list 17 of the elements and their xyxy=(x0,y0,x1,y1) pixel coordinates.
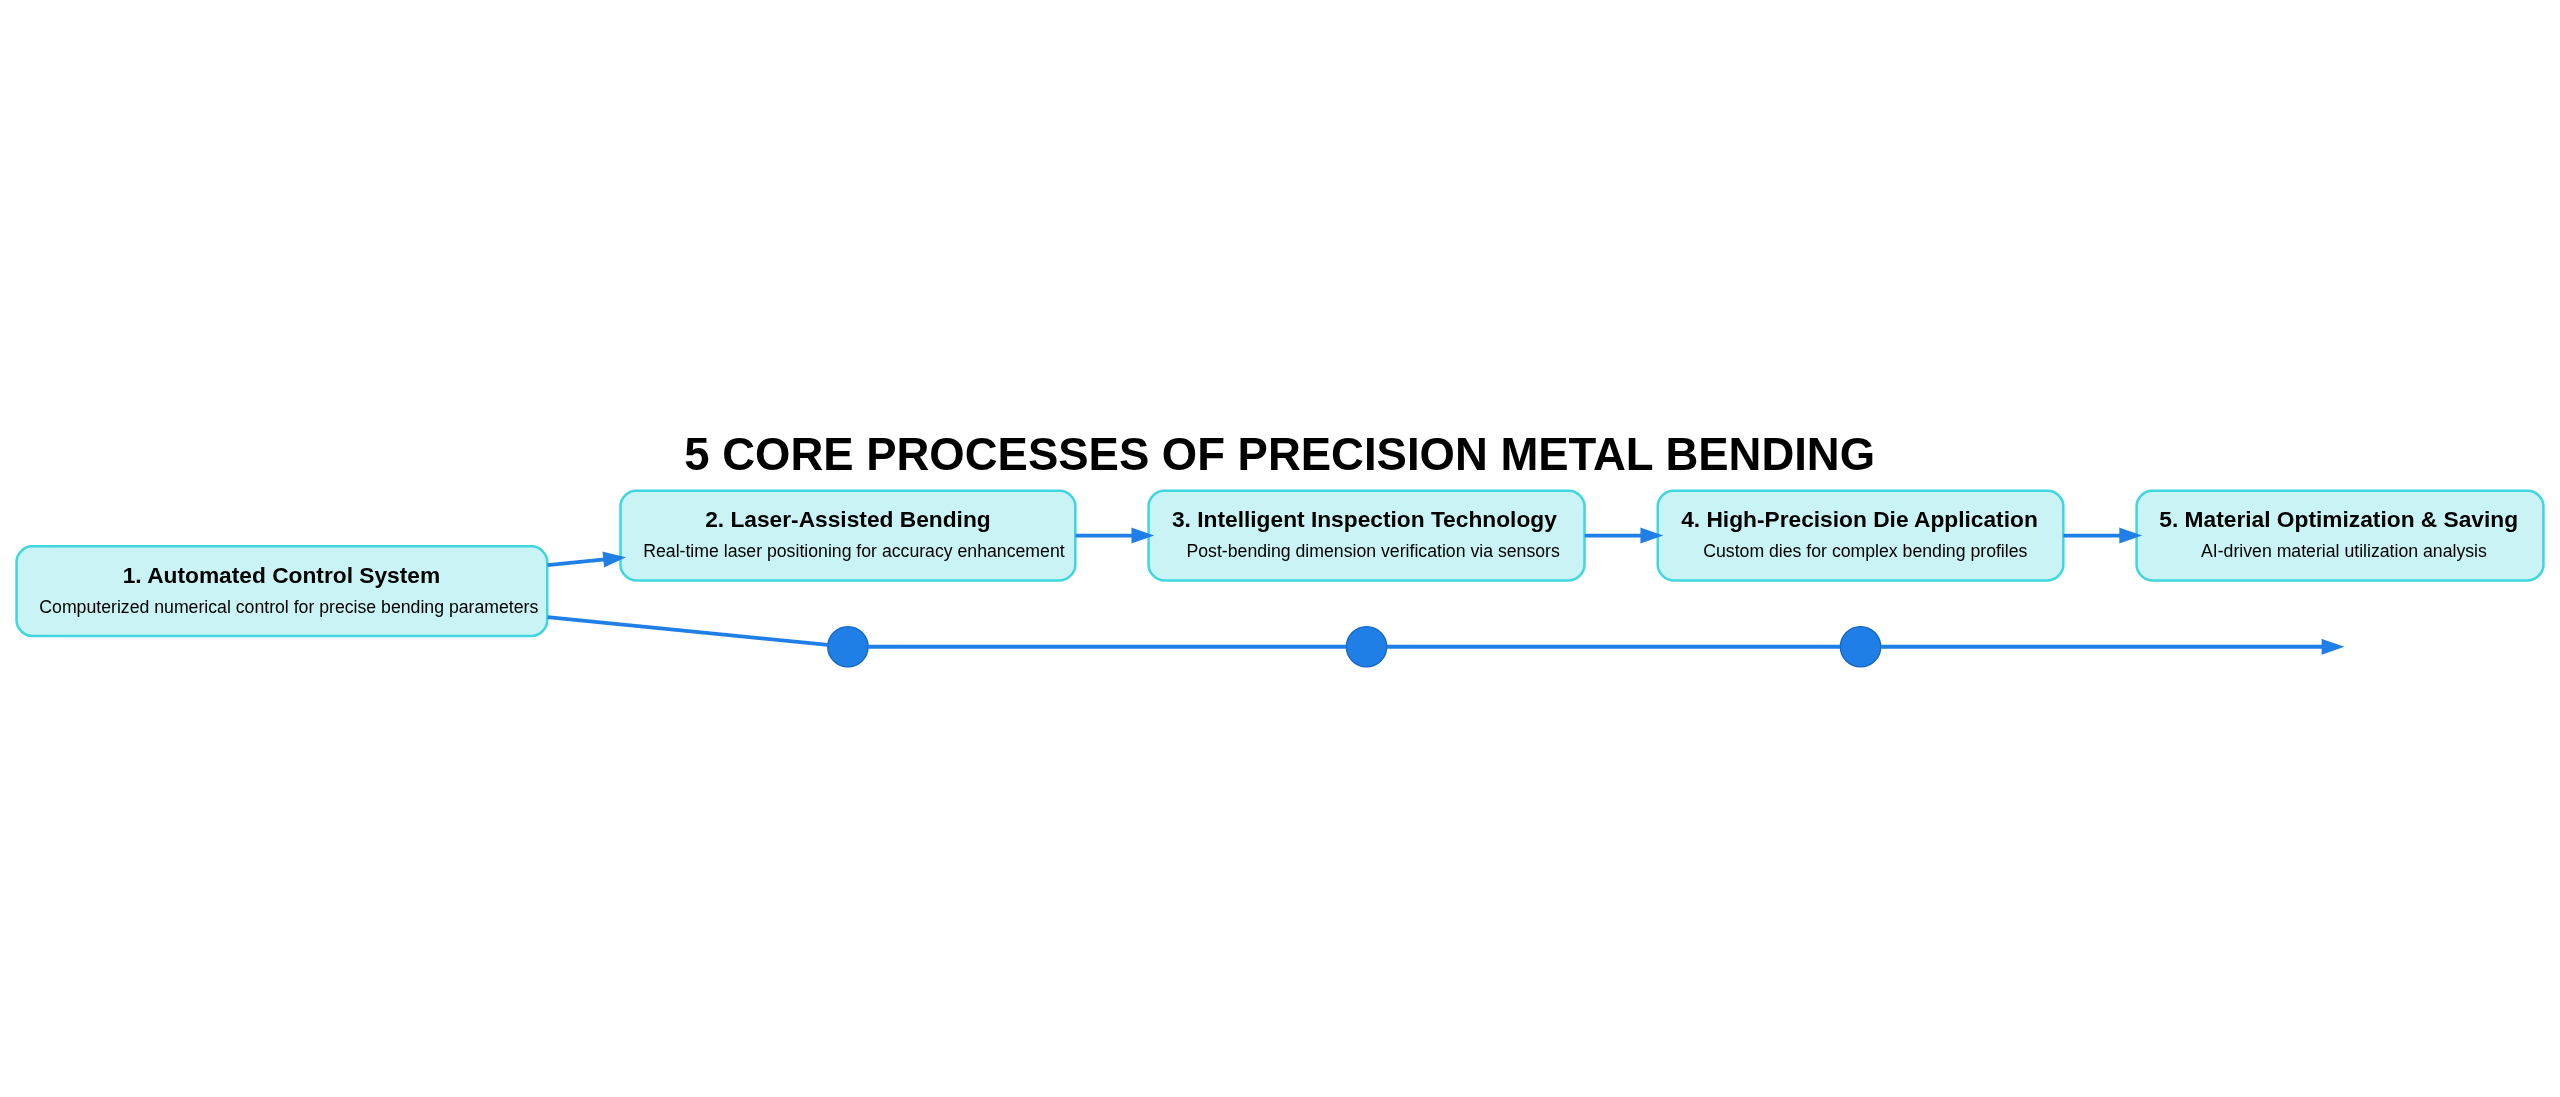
node-circle xyxy=(827,625,869,668)
arrow xyxy=(1075,527,1155,544)
connector xyxy=(868,644,1347,649)
arrow xyxy=(2063,527,2143,544)
node-box: 1. Automated Control System Computerized numerical control for precise bending parameters xyxy=(15,545,549,638)
node-circle xyxy=(1345,625,1388,668)
diagram-title: 5 CORE PROCESSES OF PRECISION METAL BENDING xyxy=(684,429,1876,481)
arrow xyxy=(547,551,626,568)
node-box: 2. Laser-Assisted Bending Real-time laser positioning for accuracy enhancement xyxy=(619,489,1077,582)
node-box: 3. Intelligent Inspection Technology Post-bending dimension verification via sensors xyxy=(1147,489,1586,582)
node-circle xyxy=(1839,625,1882,668)
node-box: 5. Material Optimization & Saving AI-driven material utilization analysis xyxy=(2135,489,2545,582)
connector xyxy=(1387,644,1841,649)
arrow xyxy=(1881,638,2345,655)
arrow xyxy=(1584,527,1664,544)
node-box: 4. High-Precision Die Application Custom dies for complex bending profiles xyxy=(1656,489,2065,582)
connector xyxy=(547,615,828,647)
